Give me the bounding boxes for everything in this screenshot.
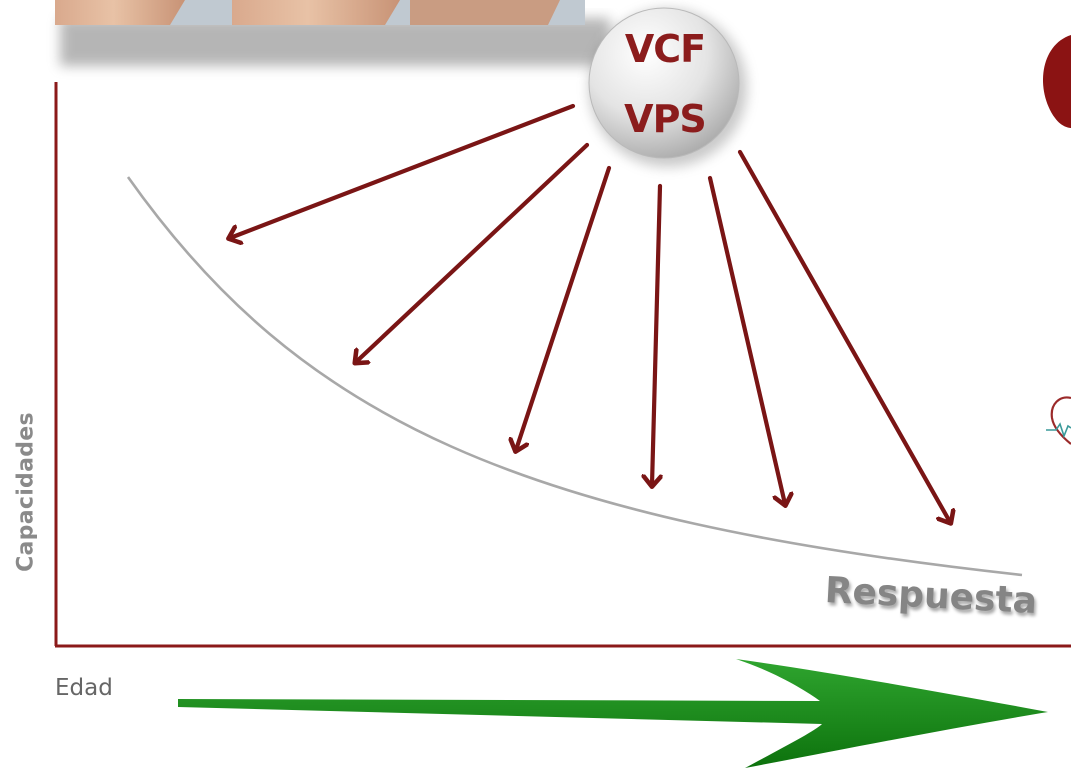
partial-red-shape — [1043, 35, 1071, 128]
badge-label-vcf: VCF — [624, 27, 706, 71]
arrow-2 — [356, 142, 590, 362]
arrow-6 — [737, 149, 950, 522]
badge-label-vps: VPS — [624, 97, 707, 141]
arrow-1 — [230, 103, 576, 238]
response-curve — [126, 176, 1023, 577]
photo-strip — [55, 0, 610, 66]
x-axis-label: Edad — [55, 675, 113, 701]
heart-icon — [1046, 396, 1071, 445]
axes — [54, 82, 1071, 648]
arrow-4 — [652, 183, 660, 485]
age-progress-arrow — [178, 659, 1048, 768]
vcf-vps-badge — [588, 7, 747, 167]
arrow-3 — [516, 165, 612, 450]
y-axis-label: Capacidades — [13, 412, 39, 572]
arrow-5 — [707, 175, 785, 504]
intervention-arrows — [230, 103, 950, 522]
